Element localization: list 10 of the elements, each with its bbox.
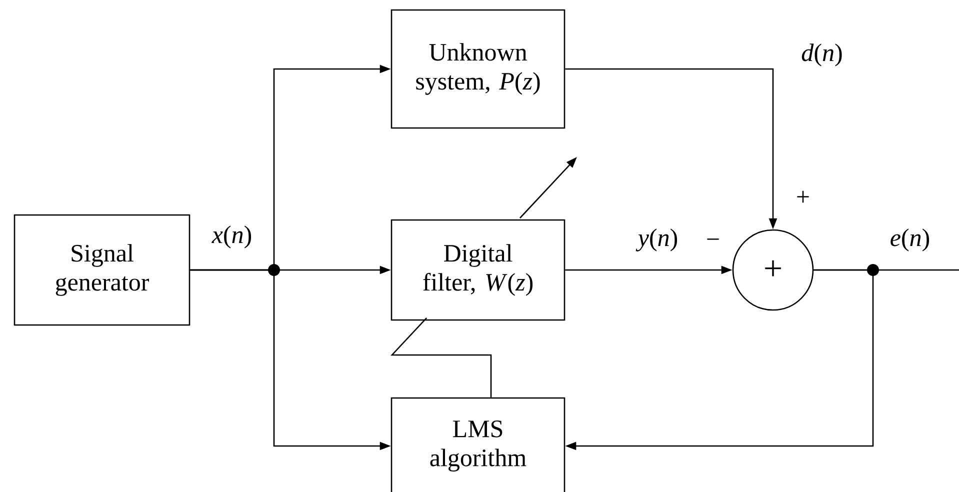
signal-label: x(n) [212, 226, 252, 248]
process-box: LMS algorithm [390, 397, 566, 492]
signal-label: y(n) [636, 228, 678, 252]
summing-junction: + [732, 229, 814, 311]
filter-box: Digital filter, W(z) [390, 219, 566, 321]
process-box: Unknown system, P(z) [390, 9, 566, 129]
signal-label: e(n) [890, 228, 930, 252]
signal-label: d(n) [802, 44, 842, 66]
signal-label: + [797, 190, 809, 203]
process-box: Signal generator [14, 214, 190, 326]
